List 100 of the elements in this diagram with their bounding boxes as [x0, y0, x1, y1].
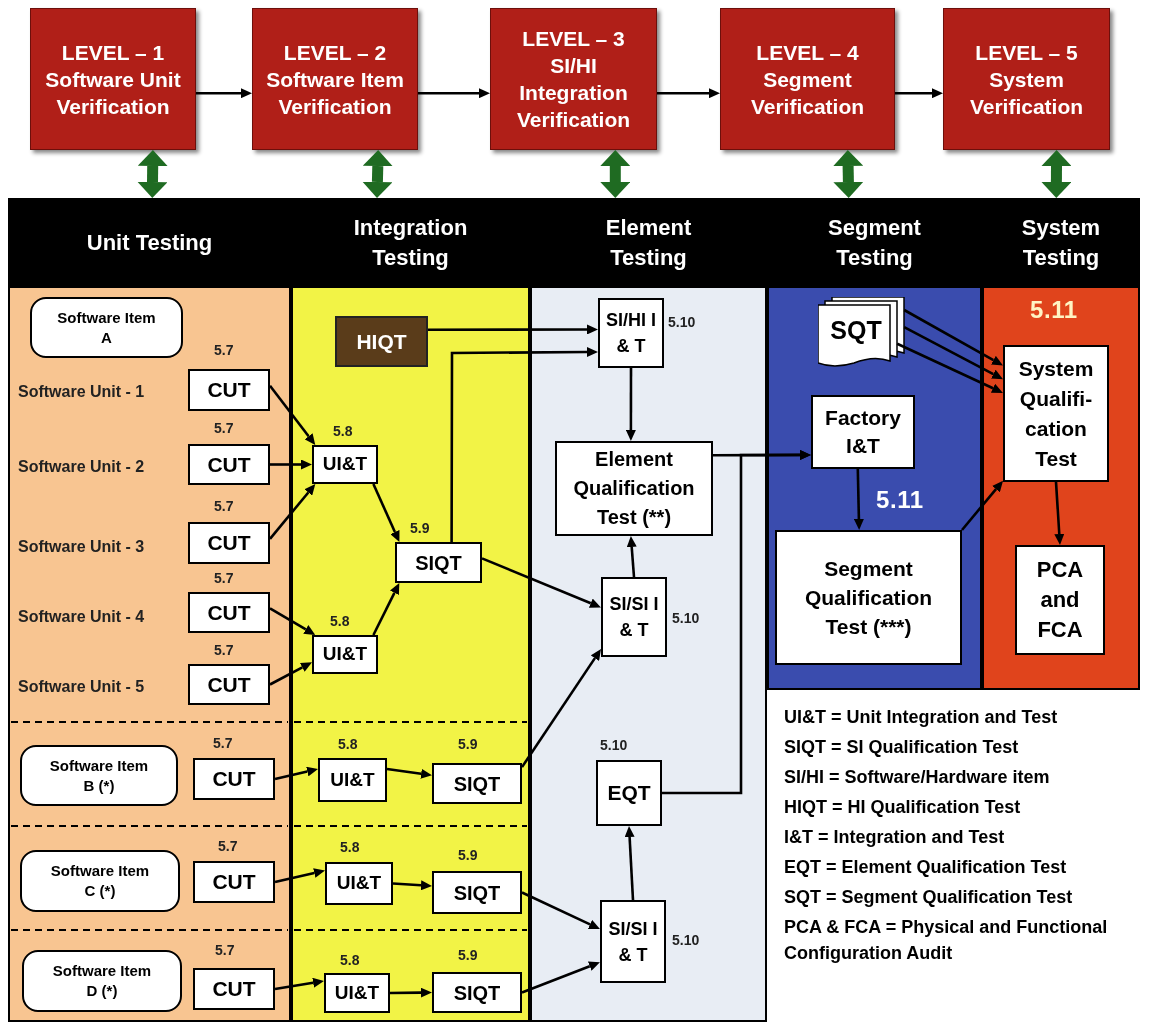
step-number: 5.8 — [330, 612, 350, 631]
process-box — [811, 395, 915, 469]
step-number: 5.7 — [214, 497, 234, 516]
column-header: Unit Testing — [10, 200, 289, 288]
step-number: 5.9 — [458, 946, 478, 965]
document-stack — [818, 297, 906, 369]
box-label: UI&T — [336, 871, 382, 896]
process-box — [193, 758, 275, 800]
arrow — [521, 961, 600, 994]
level-box — [30, 8, 196, 150]
level-number: LEVEL – 4 — [756, 39, 859, 66]
box-label: Software Item B (*) — [48, 755, 150, 796]
box-label: UI&T — [322, 452, 368, 477]
level-title: Software Unit Verification — [44, 66, 182, 120]
level-title: SI/HI Integration Verification — [515, 53, 632, 133]
process-box — [324, 973, 390, 1013]
arrow — [418, 88, 490, 99]
abbreviation-text: SIQT = SI Qualification Test — [784, 736, 1020, 759]
box-label: SI/HI I & T — [605, 309, 657, 358]
level-number: LEVEL – 1 — [61, 39, 165, 66]
arrow — [428, 324, 598, 335]
step-number: 5.10 — [672, 609, 700, 628]
step-number: 5.8 — [333, 422, 353, 441]
arrow — [372, 582, 400, 636]
process-box — [555, 441, 713, 536]
step-number: 5.7 — [218, 837, 238, 856]
step-number: 5.9 — [458, 735, 478, 754]
arrow — [372, 483, 400, 543]
arrow — [521, 891, 600, 930]
process-box — [188, 444, 270, 485]
step-number: 5.7 — [214, 641, 234, 660]
process-box — [775, 530, 962, 665]
arrow — [450, 347, 598, 542]
process-box — [188, 664, 270, 705]
abbreviation-text: EQT = Element Qualification Test — [784, 856, 1068, 879]
step-number: 5.10 — [600, 736, 628, 755]
process-box — [596, 760, 662, 826]
process-box — [312, 635, 378, 674]
step-number: 5.7 — [213, 734, 233, 753]
level-title: System Verification — [968, 66, 1085, 120]
column-header: Segment Testing — [769, 200, 980, 288]
process-box — [188, 369, 270, 411]
step-number: 5.7 — [214, 419, 234, 438]
testing-column — [291, 198, 530, 1022]
process-box — [432, 871, 522, 914]
step-number: 5.10 — [672, 931, 700, 950]
level-number: LEVEL – 3 — [522, 26, 625, 52]
process-box — [188, 522, 270, 564]
unit-label: Software Unit - 2 — [18, 457, 145, 477]
step-number: 5.10 — [668, 313, 696, 332]
box-label: SIQT — [453, 980, 501, 1006]
arrow — [269, 607, 316, 635]
box-label: PCA and FCA — [1035, 556, 1085, 644]
step-number: 5.9 — [458, 846, 478, 865]
arrow — [196, 88, 252, 99]
level-title: Segment Verification — [749, 66, 866, 120]
arrow — [269, 484, 316, 540]
process-box — [432, 972, 522, 1013]
testing-column — [530, 198, 767, 1022]
testing-column — [982, 198, 1140, 690]
box-label: SIQT — [415, 550, 462, 576]
arrow — [481, 557, 601, 608]
abbreviation-text: HIQT = HI Qualification Test — [784, 796, 1022, 819]
level-title: Software Item Verification — [265, 66, 405, 120]
abbreviation-text: PCA & FCA = Physical and Functional Configuration Audit — [784, 916, 1109, 965]
process-box — [193, 968, 275, 1010]
arrow — [274, 766, 318, 781]
double-arrow — [137, 150, 168, 198]
step-number: 5.11 — [876, 485, 924, 515]
arrow — [853, 468, 864, 530]
level-box — [252, 8, 418, 150]
arrow — [270, 459, 312, 470]
box-label: UI&T — [334, 980, 380, 1005]
unit-label: Software Unit - 1 — [18, 382, 145, 402]
arrow — [274, 868, 325, 884]
box-label: CUT — [207, 530, 251, 557]
box-label: CUT — [207, 451, 251, 478]
process-box — [318, 758, 387, 802]
step-number: 5.7 — [215, 941, 235, 960]
arrow — [903, 326, 1004, 380]
box-label: Element Qualification Test (**) — [572, 447, 696, 530]
process-box — [335, 316, 428, 367]
arrow — [390, 987, 432, 998]
step-number: 5.8 — [338, 735, 358, 754]
testing-column — [767, 198, 982, 690]
column-header: Integration Testing — [293, 200, 528, 288]
unit-label: Software Unit - 5 — [18, 677, 145, 697]
arrow — [626, 536, 637, 578]
level-box — [490, 8, 657, 150]
box-label: SI/SI I & T — [608, 593, 660, 642]
testing-column — [8, 198, 291, 1022]
box-label: CUT — [212, 869, 256, 896]
box-label: CUT — [212, 766, 256, 793]
box-label: System Qualifi-cation Test — [1017, 355, 1095, 472]
box-label: SIQT — [453, 771, 501, 797]
column-header: Element Testing — [532, 200, 765, 288]
box-label: HIQT — [356, 328, 407, 355]
arrow — [386, 767, 432, 779]
step-number: 5.7 — [214, 341, 234, 360]
unit-label: Software Unit - 3 — [18, 537, 145, 557]
